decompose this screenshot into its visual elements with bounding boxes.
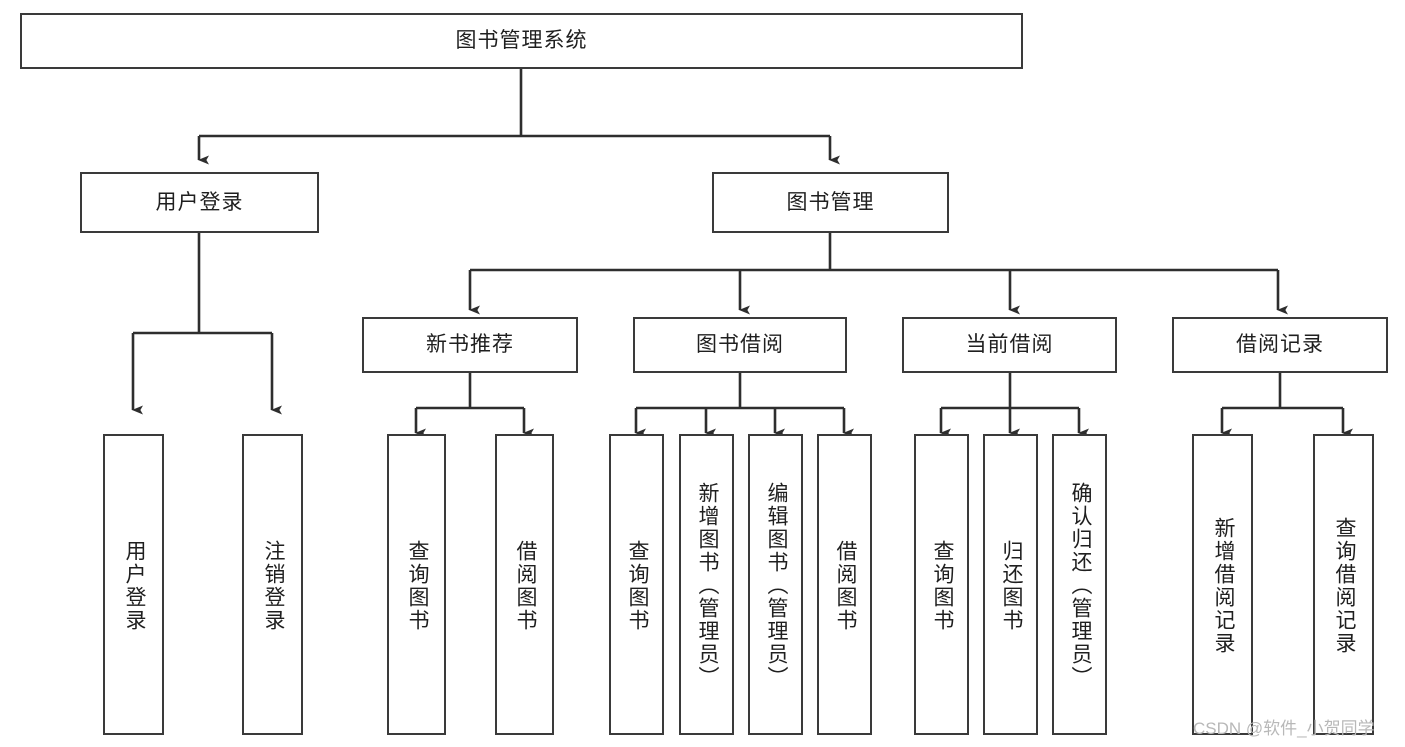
node-leaf-borrow-book[interactable]: 借阅图书 xyxy=(817,434,872,735)
node-label: 查询图书 xyxy=(625,539,649,632)
node-label: 归还图书 xyxy=(999,539,1023,632)
node-label: 用户登录 xyxy=(155,190,244,214)
node-label: 确认归还（管理员） xyxy=(1068,482,1092,689)
node-label: 图书借阅 xyxy=(696,333,784,357)
node-label: 借阅记录 xyxy=(1236,333,1324,357)
node-book-borrow[interactable]: 图书借阅 xyxy=(633,317,847,373)
node-leaf-query-book-current[interactable]: 查询图书 xyxy=(914,434,969,735)
node-leaf-borrow-book-recommend[interactable]: 借阅图书 xyxy=(495,434,554,735)
node-label: 新书推荐 xyxy=(426,333,514,357)
node-book-management[interactable]: 图书管理 xyxy=(712,172,949,233)
node-borrow-record[interactable]: 借阅记录 xyxy=(1172,317,1388,373)
node-leaf-add-borrow-record[interactable]: 新增借阅记录 xyxy=(1192,434,1253,735)
node-label: 查询借阅记录 xyxy=(1332,516,1356,655)
node-leaf-return-book[interactable]: 归还图书 xyxy=(983,434,1038,735)
node-leaf-query-book-borrow[interactable]: 查询图书 xyxy=(609,434,664,735)
node-new-book-recommend[interactable]: 新书推荐 xyxy=(362,317,578,373)
node-label: 当前借阅 xyxy=(965,333,1054,357)
node-leaf-add-book-admin[interactable]: 新增图书（管理员） xyxy=(679,434,734,735)
node-leaf-user-login[interactable]: 用户登录 xyxy=(103,434,164,735)
node-user-login[interactable]: 用户登录 xyxy=(80,172,319,233)
node-label: 新增借阅记录 xyxy=(1211,516,1235,655)
node-leaf-edit-book-admin[interactable]: 编辑图书（管理员） xyxy=(748,434,803,735)
node-label: 图书管理 xyxy=(786,190,875,214)
node-root-system[interactable]: 图书管理系统 xyxy=(20,13,1023,69)
node-leaf-confirm-return-admin[interactable]: 确认归还（管理员） xyxy=(1052,434,1107,735)
node-label: 借阅图书 xyxy=(513,539,537,632)
node-label: 注销登录 xyxy=(261,539,285,632)
node-label: 借阅图书 xyxy=(833,539,857,632)
node-label: 查询图书 xyxy=(405,539,429,632)
node-current-borrow[interactable]: 当前借阅 xyxy=(902,317,1117,373)
node-leaf-query-borrow-record[interactable]: 查询借阅记录 xyxy=(1313,434,1374,735)
node-label: 编辑图书（管理员） xyxy=(764,482,788,689)
node-leaf-logout[interactable]: 注销登录 xyxy=(242,434,303,735)
node-label: 查询图书 xyxy=(930,539,954,632)
node-label: 用户登录 xyxy=(122,539,146,632)
watermark-text: CSDN @软件_小贺同学 xyxy=(1193,719,1375,738)
node-label: 新增图书（管理员） xyxy=(695,482,719,689)
node-label: 图书管理系统 xyxy=(455,29,588,53)
node-leaf-query-book-recommend[interactable]: 查询图书 xyxy=(387,434,446,735)
